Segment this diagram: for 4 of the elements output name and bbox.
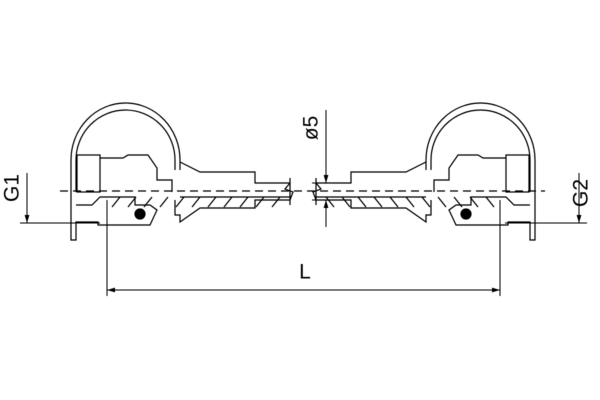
dimension-label: L bbox=[299, 262, 311, 282]
dimension-label: ø5 bbox=[300, 116, 322, 140]
dimension-label: G2 bbox=[570, 179, 592, 207]
dimension-label: G1 bbox=[2, 174, 22, 202]
